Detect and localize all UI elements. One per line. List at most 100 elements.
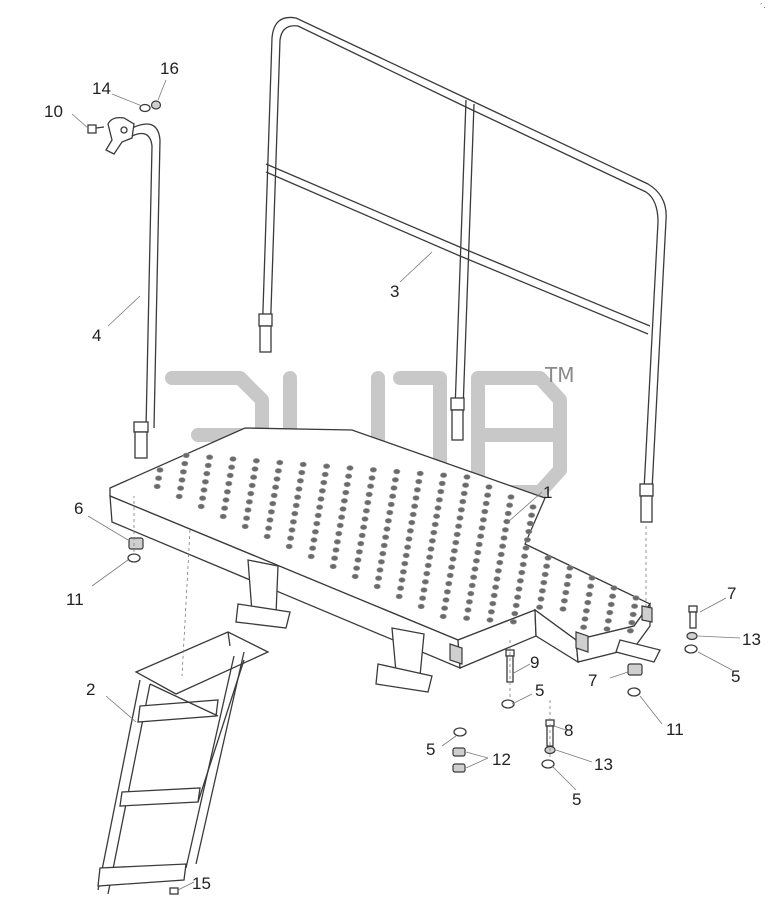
deck-hole [442, 597, 450, 603]
deck-hole [340, 498, 348, 504]
deck-hole [299, 461, 307, 468]
deck-hole [321, 471, 329, 478]
deck-hole [204, 462, 212, 469]
deck-hole [453, 531, 461, 538]
deck-hole [465, 599, 473, 605]
deck-hole [252, 458, 260, 464]
deck-hole [460, 490, 468, 497]
deck-hole [494, 568, 502, 574]
deck-hole [525, 528, 533, 535]
deck-hole [346, 465, 354, 471]
deck-hole [500, 535, 508, 541]
deck-hole [409, 511, 417, 518]
deck-hole [329, 563, 337, 570]
callout-9: 9 [530, 653, 539, 672]
deck-hole [541, 571, 549, 578]
deck-hole [609, 593, 617, 599]
deck-hole [178, 477, 186, 483]
side-post [131, 123, 161, 459]
deck-hole [610, 585, 618, 591]
deck-hole [316, 504, 324, 510]
deck-hole [364, 499, 372, 506]
deck-hole [397, 585, 405, 591]
deck-hole [179, 469, 187, 475]
deck-hole [540, 579, 548, 586]
deck-hole [296, 478, 304, 484]
deck-hole [606, 609, 614, 616]
deck-hole [389, 493, 397, 499]
deck-hole [446, 572, 454, 579]
deck-hole [181, 460, 189, 467]
deck-hole [250, 474, 258, 480]
deck-hole [416, 470, 424, 477]
deck-hole [155, 475, 163, 481]
deck-hole [367, 483, 375, 489]
deck-hole [463, 615, 471, 621]
deck-hole [543, 563, 551, 569]
deck-hole [468, 582, 476, 589]
nut-16 [150, 100, 162, 110]
deck-hole [313, 520, 321, 527]
deck-hole [603, 626, 611, 632]
deck-hole [354, 557, 362, 563]
deck-hole [369, 467, 377, 473]
deck-hole [245, 499, 253, 505]
platform-deck [109, 427, 661, 693]
deck-hole [206, 454, 214, 460]
deck-hole [629, 611, 637, 618]
deck-hole [449, 556, 457, 562]
deck-hole [485, 484, 493, 490]
deck-hole [332, 547, 340, 553]
deck-hole [288, 527, 296, 533]
deck-hole [511, 610, 519, 617]
deck-hole [379, 550, 387, 557]
deck-hole [417, 603, 425, 610]
deck-hole [241, 523, 249, 530]
callout-11-b: 11 [666, 720, 684, 739]
deck-hole [566, 565, 574, 571]
deck-hole [222, 497, 230, 503]
callout-15: 15 [192, 874, 211, 893]
deck-hole [156, 467, 164, 473]
deck-hole [320, 479, 328, 486]
deck-hole [272, 484, 280, 490]
deck-hole [401, 560, 409, 567]
deck-hole [437, 488, 445, 495]
deck-hole [626, 628, 634, 634]
callout-13-a: 13 [742, 630, 761, 649]
deck-hole [412, 495, 420, 501]
deck-hole [474, 549, 482, 556]
deck-hole [559, 606, 567, 612]
deck-hole [197, 503, 205, 510]
deck-hole [263, 533, 271, 540]
deck-hole [471, 566, 479, 572]
deck-hole [493, 576, 501, 582]
deck-hole [355, 549, 363, 555]
deck-hole [472, 558, 480, 564]
deck-hole [499, 543, 507, 549]
callout-4: 4 [92, 326, 101, 345]
deck-hole [393, 468, 401, 475]
deck-hole [358, 532, 366, 539]
callout-5-b: 5 [426, 740, 435, 759]
deck-hole [462, 482, 470, 488]
deck-hole [360, 524, 368, 530]
deck-hole [443, 589, 451, 595]
deck-hole [287, 535, 295, 541]
deck-hole [457, 507, 465, 513]
deck-hole [182, 452, 190, 459]
deck-hole [244, 507, 252, 513]
deck-hole [448, 564, 456, 570]
deck-hole [492, 584, 500, 590]
deck-hole [335, 530, 343, 537]
deck-hole [584, 599, 592, 606]
deck-hole [201, 479, 209, 485]
deck-hole [484, 492, 492, 498]
deck-hole [507, 494, 515, 500]
deck-hole [482, 500, 490, 507]
deck-hole [463, 474, 471, 480]
deck-hole [386, 509, 394, 516]
deck-hole [470, 574, 478, 580]
deck-hole [452, 539, 460, 546]
deck-hole [562, 589, 570, 596]
